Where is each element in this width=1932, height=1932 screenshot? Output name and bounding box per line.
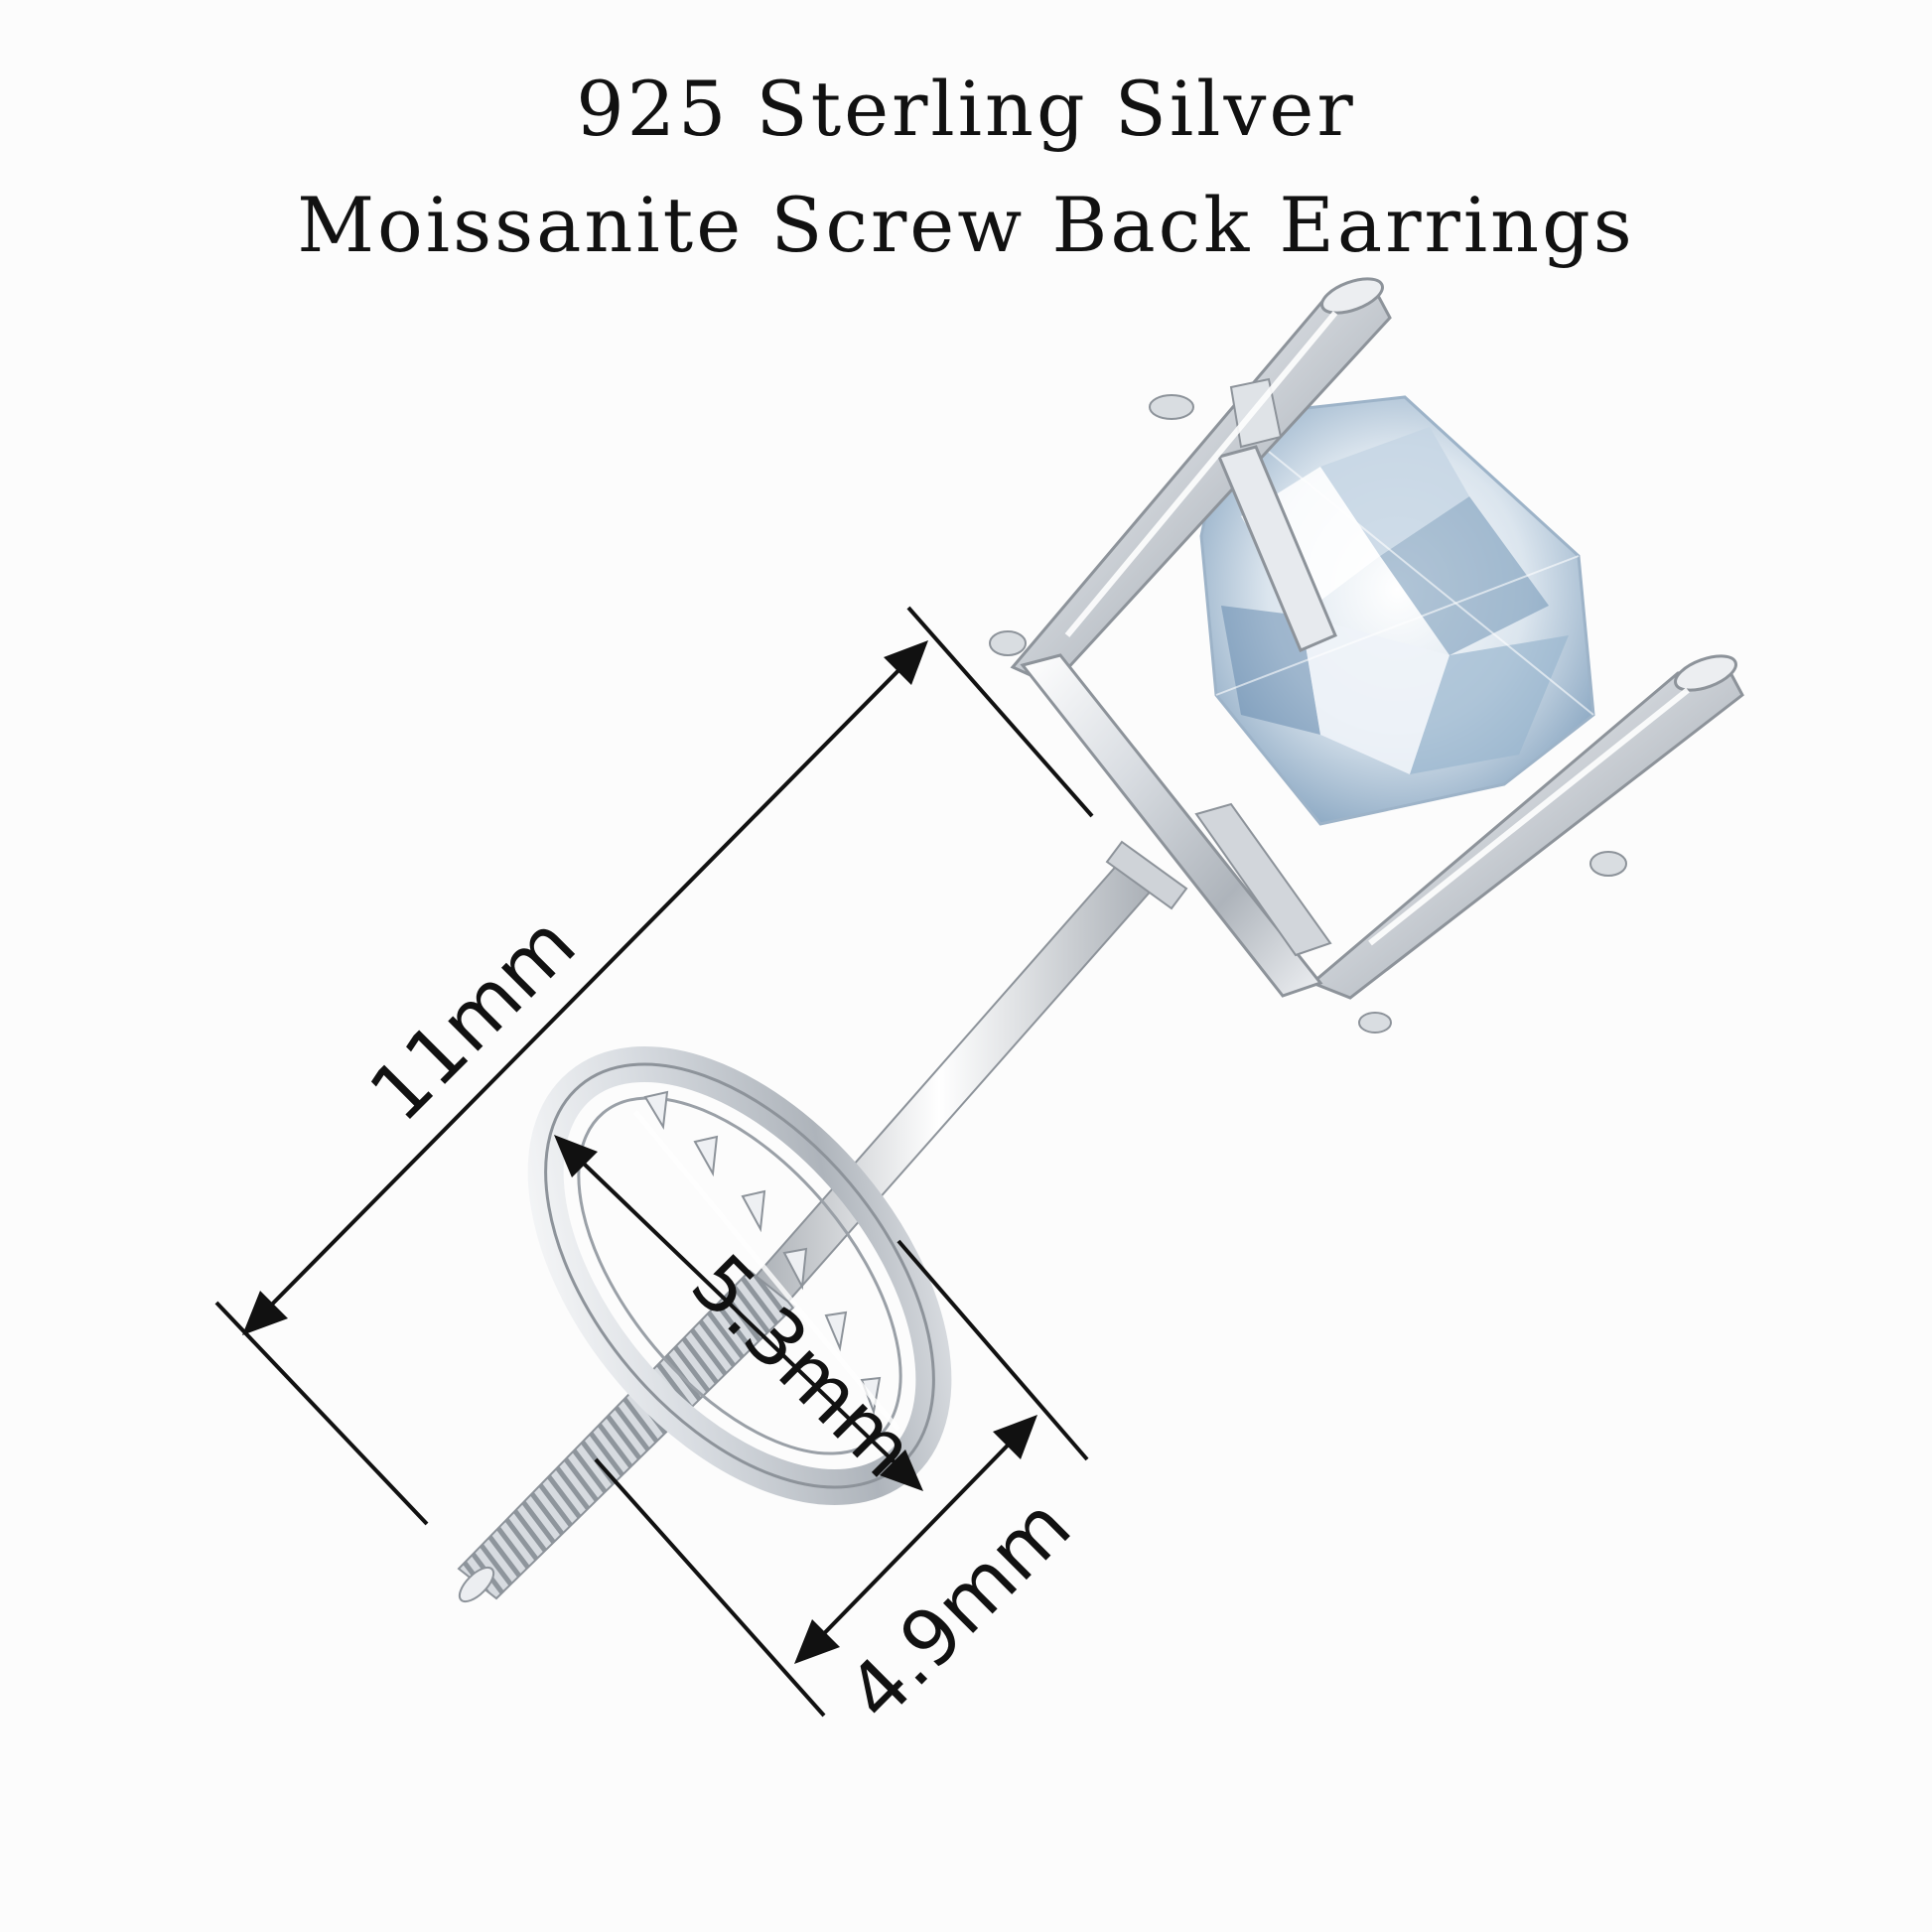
title-line-1: 925 Sterling Silver <box>576 65 1356 153</box>
title-line-2: Moissanite Screw Back Earrings <box>297 181 1635 269</box>
prong-setting <box>989 277 1744 1034</box>
dimension-markings <box>214 606 1094 1718</box>
moissanite-stone <box>1199 395 1595 826</box>
back-depth-label: 4.9mm <box>831 1481 1088 1738</box>
